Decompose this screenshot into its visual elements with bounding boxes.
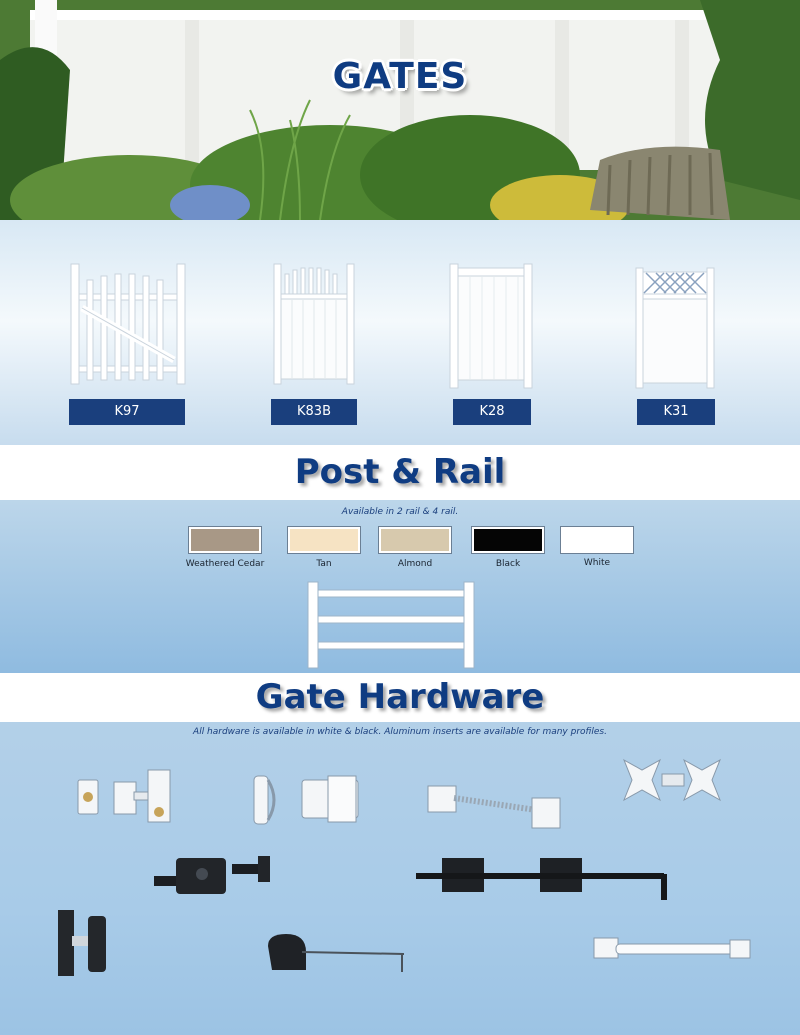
gate-label-k28: K28	[453, 399, 531, 425]
swatch-label-tan: Tan	[316, 559, 332, 569]
swatch-black	[472, 527, 544, 553]
gate-label-k83b: K83B	[271, 399, 357, 425]
post-rail-section: Available in 2 rail & 4 rail. Weathered …	[0, 500, 800, 673]
gates-section: K97 K83B K28	[0, 220, 800, 445]
gate-k97-image	[70, 263, 186, 385]
pool-latch-black-image	[268, 934, 405, 972]
swatch-tan	[288, 527, 360, 553]
cane-bolt-black-image	[416, 858, 667, 900]
garden-fence-photo	[0, 0, 800, 220]
post-rail-heading-band: Post & Rail	[0, 445, 800, 500]
gravity-latch-white-image	[77, 769, 171, 823]
post-rail-fence-image	[307, 581, 475, 669]
gate-label-k97: K97	[69, 399, 185, 425]
hinge-black-image	[58, 910, 106, 976]
swatch-white	[561, 527, 633, 553]
hardware-section: All hardware is available in white & bla…	[0, 722, 800, 1035]
gate-k31-image	[635, 267, 715, 389]
hardware-heading: Gate Hardware	[255, 677, 545, 717]
butterfly-hinge-white-image	[623, 758, 721, 802]
gravity-latch-black-image	[154, 856, 270, 894]
hardware-heading-band: Gate Hardware	[0, 673, 800, 722]
swatch-label-weathered-cedar: Weathered Cedar	[185, 559, 265, 569]
hero-banner: GATES	[0, 0, 800, 220]
gate-k28-image	[449, 263, 533, 389]
swatch-almond	[379, 527, 451, 553]
gate-closer-white-image	[593, 937, 751, 959]
hardware-note: All hardware is available in white & bla…	[193, 727, 607, 737]
swatch-label-white: White	[583, 558, 611, 568]
post-rail-heading: Post & Rail	[294, 452, 506, 492]
swatch-weathered-cedar	[189, 527, 261, 553]
spring-closer-white-image	[427, 785, 561, 829]
pull-handle-and-plate-image	[253, 775, 359, 825]
post-rail-note: Available in 2 rail & 4 rail.	[341, 507, 459, 517]
swatch-label-almond: Almond	[397, 559, 433, 569]
gate-k83b-image	[273, 263, 355, 385]
gate-label-k31: K31	[637, 399, 715, 425]
page-title: GATES	[332, 56, 468, 97]
swatch-label-black: Black	[495, 559, 521, 569]
